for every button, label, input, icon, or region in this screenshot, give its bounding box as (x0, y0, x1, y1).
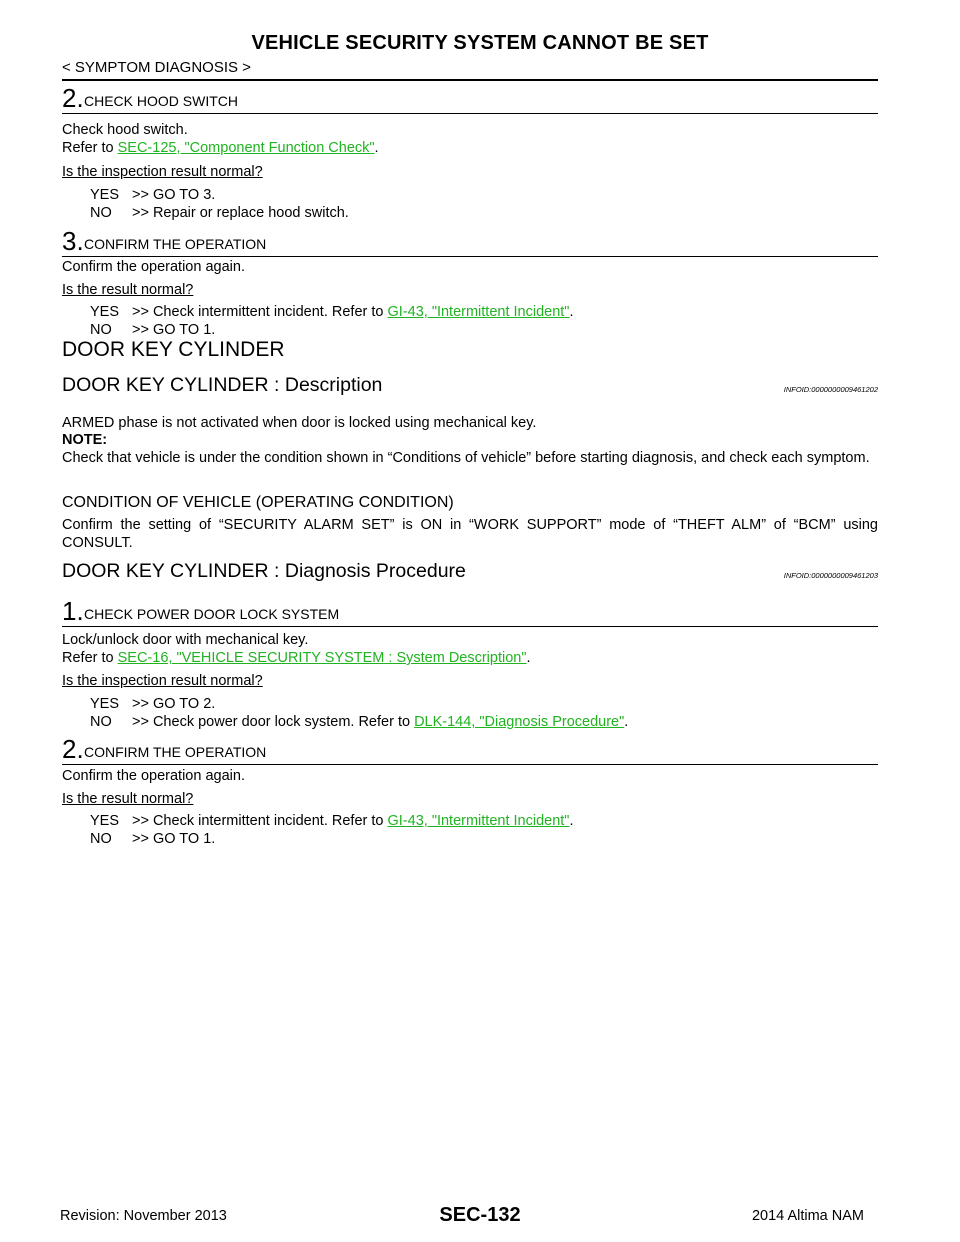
description-text: ARMED phase is not activated when door i… (62, 415, 537, 431)
step-number: 1. (62, 596, 84, 626)
note-text: Check that vehicle is under the conditio… (62, 450, 870, 466)
link-dlk-144[interactable]: DLK-144, "Diagnosis Procedure" (414, 714, 625, 730)
instruction-text: Confirm the operation again. (62, 768, 245, 784)
link-gi-43[interactable]: GI-43, "Intermittent Incident" (387, 813, 570, 829)
answer-no: NO>> Check power door lock system. Refer… (90, 714, 629, 730)
condition-text: Confirm the setting of “SECURITY ALARM S… (62, 517, 878, 551)
step-heading-confirm-operation: 2. CONFIRM THE OPERATION (62, 733, 878, 765)
step-heading-check-power-door-lock: 1. CHECK POWER DOOR LOCK SYSTEM (62, 595, 878, 627)
answer-yes: YES>> GO TO 3. (90, 187, 216, 203)
answer-yes: YES>> Check intermittent incident. Refer… (90, 813, 574, 829)
step-number: 3. (62, 226, 84, 256)
page-title: VEHICLE SECURITY SYSTEM CANNOT BE SET (251, 32, 709, 54)
step-label: CHECK POWER DOOR LOCK SYSTEM (84, 606, 340, 622)
link-gi-43[interactable]: GI-43, "Intermittent Incident" (387, 304, 570, 320)
section-title: DOOR KEY CYLINDER (62, 338, 285, 361)
answer-no: NO>> GO TO 1. (90, 831, 216, 847)
footer-page-number: SEC-132 (439, 1204, 521, 1226)
step-label: CONFIRM THE OPERATION (84, 744, 267, 760)
step-label: CHECK HOOD SWITCH (84, 93, 238, 109)
footer-revision: Revision: November 2013 (60, 1208, 227, 1224)
inspection-question: Is the inspection result normal? (62, 164, 263, 180)
condition-title: CONDITION OF VEHICLE (OPERATING CONDITIO… (62, 494, 454, 511)
inspection-question: Is the inspection result normal? (62, 673, 263, 689)
answer-yes: YES>> Check intermittent incident. Refer… (90, 304, 574, 320)
answer-no: NO>> GO TO 1. (90, 322, 216, 338)
info-id: INFOID:0000000009461203 (783, 571, 878, 580)
reference-line: Refer to SEC-16, "VEHICLE SECURITY SYSTE… (62, 650, 531, 666)
description-title: DOOR KEY CYLINDER : Description (62, 374, 383, 396)
step-heading-confirm-operation: 3. CONFIRM THE OPERATION (62, 225, 878, 257)
info-id: INFOID:0000000009461202 (783, 385, 878, 394)
answer-no: NO>> Repair or replace hood switch. (90, 205, 349, 221)
instruction-text: Check hood switch. (62, 122, 188, 138)
step-heading-check-hood-switch: 2. CHECK HOOD SWITCH (62, 82, 878, 114)
link-sec-125[interactable]: SEC-125, "Component Function Check" (117, 140, 375, 156)
note-label: NOTE: (62, 432, 108, 448)
step-number: 2. (62, 734, 84, 764)
inspection-question: Is the result normal? (62, 791, 194, 807)
step-label: CONFIRM THE OPERATION (84, 236, 267, 252)
header-divider (62, 79, 878, 81)
answer-yes: YES>> GO TO 2. (90, 696, 216, 712)
instruction-text: Lock/unlock door with mechanical key. (62, 632, 309, 648)
footer-model: 2014 Altima NAM (751, 1208, 864, 1224)
inspection-question: Is the result normal? (62, 282, 194, 298)
reference-line: Refer to SEC-125, "Component Function Ch… (62, 140, 379, 156)
breadcrumb: < SYMPTOM DIAGNOSIS > (62, 59, 251, 76)
link-sec-16[interactable]: SEC-16, "VEHICLE SECURITY SYSTEM : Syste… (117, 650, 527, 666)
instruction-text: Confirm the operation again. (62, 259, 245, 275)
diagnosis-title: DOOR KEY CYLINDER : Diagnosis Procedure (62, 560, 466, 582)
step-number: 2. (62, 83, 84, 113)
